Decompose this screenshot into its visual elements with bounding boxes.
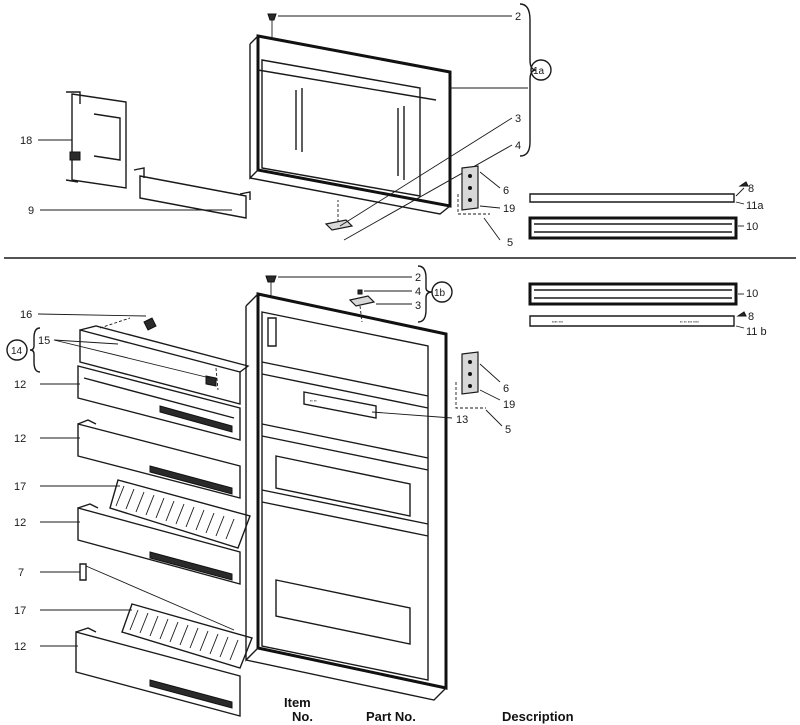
latch-part-4 bbox=[324, 219, 354, 231]
label-bottom-12c: 12 bbox=[14, 517, 26, 529]
rack-17-b bbox=[121, 603, 253, 669]
shelf-12-d bbox=[75, 631, 241, 717]
label-bottom-2: 2 bbox=[415, 272, 421, 284]
label-top-8: 8 bbox=[748, 183, 754, 195]
fridge-door-assembly: ▪▪ ▪▪ ▪▪▪▪ ▪▪▪ ▪▪ ▪▪ ▪▪▪ ▪▪▪▪ bbox=[29, 265, 747, 717]
rail-9 bbox=[139, 175, 247, 219]
freezer-door-assembly bbox=[38, 3, 749, 241]
label-14: 14 bbox=[11, 346, 23, 357]
label-bottom-8: 8 bbox=[748, 311, 754, 323]
shelf-12-c bbox=[77, 507, 241, 585]
clip-7 bbox=[79, 563, 87, 581]
clip-16 bbox=[143, 317, 157, 331]
rack-17-a bbox=[109, 479, 251, 549]
label-bottom-6: 6 bbox=[503, 383, 509, 395]
label-top-3: 3 bbox=[515, 113, 521, 125]
svg-text:▪▪ ▪▪ ▪▪▪ ▪▪▪▪: ▪▪ ▪▪ ▪▪▪ ▪▪▪▪ bbox=[680, 319, 700, 324]
rating-plate-13 bbox=[303, 391, 377, 419]
label-bottom-7: 7 bbox=[18, 567, 24, 579]
shelf-12-b bbox=[77, 423, 241, 499]
label-bottom-17b: 17 bbox=[14, 605, 26, 617]
screw-2-top bbox=[267, 13, 277, 21]
label-top-2: 2 bbox=[515, 11, 521, 23]
shelf-14 bbox=[79, 329, 241, 405]
freezer-door-inner bbox=[249, 35, 451, 215]
parts-table-header: Item No. Part No. Description bbox=[284, 695, 574, 724]
label-bottom-10: 10 bbox=[746, 288, 758, 300]
bracket-18 bbox=[71, 93, 127, 189]
strip-10-top bbox=[528, 216, 738, 240]
label-top-5: 5 bbox=[507, 237, 513, 249]
label-bottom-11b: 11 b bbox=[746, 326, 767, 338]
label-bottom-12d: 12 bbox=[14, 641, 26, 653]
label-bottom-4: 4 bbox=[415, 286, 421, 298]
label-top-10: 10 bbox=[746, 221, 758, 233]
header-item: Item bbox=[284, 695, 311, 710]
label-bottom-17a: 17 bbox=[14, 481, 26, 493]
label-top-11a: 11a bbox=[746, 200, 764, 212]
label-1a: 1a bbox=[533, 66, 545, 77]
header-description: Description bbox=[502, 709, 574, 724]
label-top-6: 6 bbox=[503, 185, 509, 197]
label-bottom-12b: 12 bbox=[14, 433, 26, 445]
svg-text:▪▪ ▪▪: ▪▪ ▪▪ bbox=[310, 398, 317, 403]
label-bottom-12a: 12 bbox=[14, 379, 26, 391]
label-top-9: 9 bbox=[28, 205, 34, 217]
svg-text:▪▪▪▪ ▪▪▪: ▪▪▪▪ ▪▪▪ bbox=[552, 319, 564, 324]
label-bottom-19: 19 bbox=[503, 399, 515, 411]
gasket-strip-11a bbox=[529, 193, 735, 203]
label-bottom-5: 5 bbox=[505, 424, 511, 436]
shelf-12-a bbox=[77, 365, 241, 441]
label-1b: 1b bbox=[434, 288, 446, 299]
label-top-18: 18 bbox=[20, 135, 32, 147]
strip-10-bottom bbox=[528, 282, 738, 306]
label-top-4: 4 bbox=[515, 140, 521, 152]
label-bottom-13: 13 bbox=[456, 414, 468, 426]
label-bottom-15: 15 bbox=[38, 335, 50, 347]
header-no: No. bbox=[292, 709, 313, 724]
callout-labels: 1a 2 3 4 6 8 11a 18 9 19 5 10 1b 2 4 3 1… bbox=[6, 11, 767, 653]
label-bottom-16: 16 bbox=[20, 309, 32, 321]
label-bottom-3: 3 bbox=[415, 300, 421, 312]
freezer-door-frame bbox=[256, 34, 452, 208]
gasket-strip-11b bbox=[529, 315, 735, 327]
label-top-19: 19 bbox=[503, 203, 515, 215]
header-part-no: Part No. bbox=[366, 709, 416, 724]
fridge-door-frame bbox=[256, 292, 448, 690]
